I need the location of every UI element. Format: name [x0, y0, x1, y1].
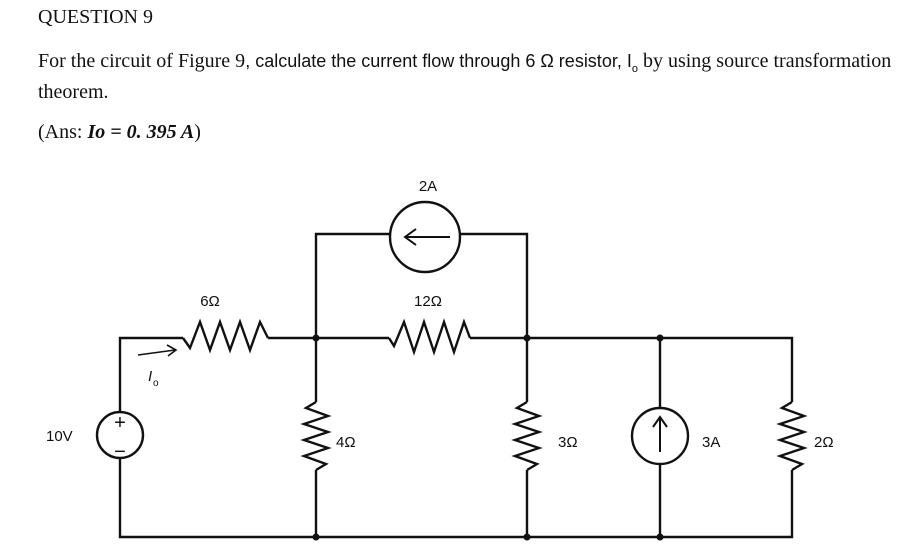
current-source-2a-label: 2A	[419, 178, 437, 195]
question-tail: by using source transformation theorem.	[38, 50, 892, 103]
resistor-6-ohm: 6Ω	[182, 293, 270, 354]
resistor-4-label: 4Ω	[336, 434, 356, 451]
resistor-4-ohm: 4Ω	[300, 400, 356, 472]
question-middle: , calculate the current flow through 6 Ω…	[245, 51, 632, 71]
current-source-3a-label: 3A	[702, 434, 720, 451]
current-source-3a: 3A	[630, 406, 720, 466]
circuit-wires	[118, 232, 794, 539]
question-title: QUESTION 9	[38, 6, 153, 28]
source-plus-sign: +	[114, 412, 126, 434]
answer-close: )	[194, 121, 201, 143]
question-intro: For the circuit of	[38, 50, 173, 72]
source-voltage-label: 10V	[46, 428, 73, 445]
resistor-2-ohm: 2Ω	[776, 400, 834, 472]
resistor-12-ohm: 12Ω	[387, 293, 472, 356]
circuit-nodes	[312, 334, 664, 541]
resistor-12-label: 12Ω	[414, 293, 442, 310]
voltage-source-10v: + − 10V	[46, 410, 145, 463]
answer-value: Io = 0. 395 A	[87, 121, 195, 143]
question-subscript: o	[631, 63, 638, 75]
resistor-3-label: 3Ω	[558, 434, 578, 451]
source-minus-sign: −	[114, 441, 126, 463]
question-text: For the circuit of Figure 9, calculate t…	[38, 50, 898, 104]
figure-reference: Figure 9	[177, 50, 246, 72]
resistor-6-label: 6Ω	[200, 293, 220, 310]
resistor-2-label: 2Ω	[814, 434, 834, 451]
resistor-3-ohm: 3Ω	[511, 400, 578, 472]
current-arrow-io: I o	[137, 344, 178, 389]
answer-open: (Ans:	[38, 121, 88, 143]
current-subscript: o	[153, 378, 159, 389]
current-source-2a: 2A	[388, 178, 462, 274]
current-label: I	[148, 368, 152, 385]
answer-line: (Ans: Io = 0. 395 A)	[38, 121, 201, 144]
